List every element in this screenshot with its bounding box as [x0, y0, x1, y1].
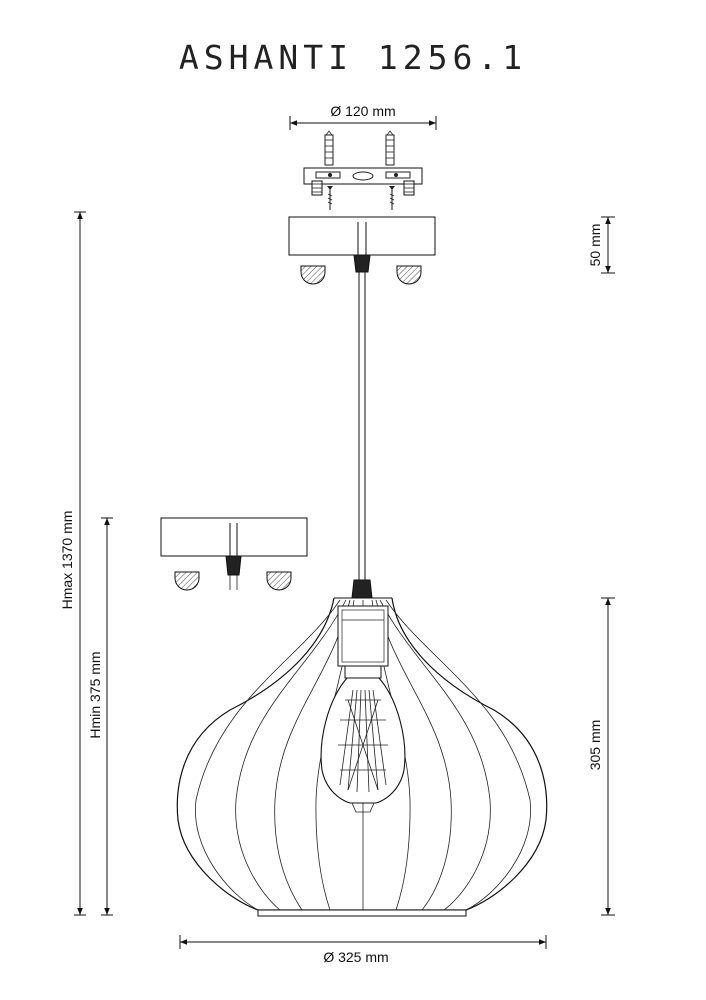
hmax-dimension: Hmax 1370 mm [59, 211, 86, 916]
filament-bulb [320, 677, 406, 813]
bulb-socket [337, 605, 389, 679]
canopy-minimum-variant [160, 517, 308, 591]
cable-clamp-left [300, 265, 326, 285]
product-title: ASHANTI 1256.1 [178, 38, 528, 77]
lamp-shade [176, 597, 548, 917]
cable-clamp-left-variant [174, 571, 200, 591]
mounting-bracket [303, 130, 423, 210]
canopy-height-dimension: 50 mm [587, 216, 615, 274]
cable-clamp-right [396, 265, 422, 285]
shade-height-dimension: 305 mm [587, 597, 615, 916]
cable-clamp-right-variant [266, 571, 292, 591]
canopy-height-label: 50 mm [587, 224, 603, 267]
hmin-dimension: Hmin 375 mm [87, 517, 113, 916]
shade-height-label: 305 mm [587, 720, 603, 771]
canopy-diameter-dimension: Ø 120 mm [289, 103, 437, 130]
wall-plug-left [324, 130, 334, 166]
wall-plug-right [385, 130, 395, 166]
suspension-cable [351, 272, 373, 599]
shade-diameter-dimension: Ø 325 mm [179, 935, 547, 965]
canopy-diameter-label: Ø 120 mm [330, 103, 395, 119]
hmin-label: Hmin 375 mm [87, 651, 103, 738]
hmax-label: Hmax 1370 mm [59, 511, 75, 610]
shade-diameter-label: Ø 325 mm [323, 949, 388, 965]
canopy [288, 216, 436, 285]
